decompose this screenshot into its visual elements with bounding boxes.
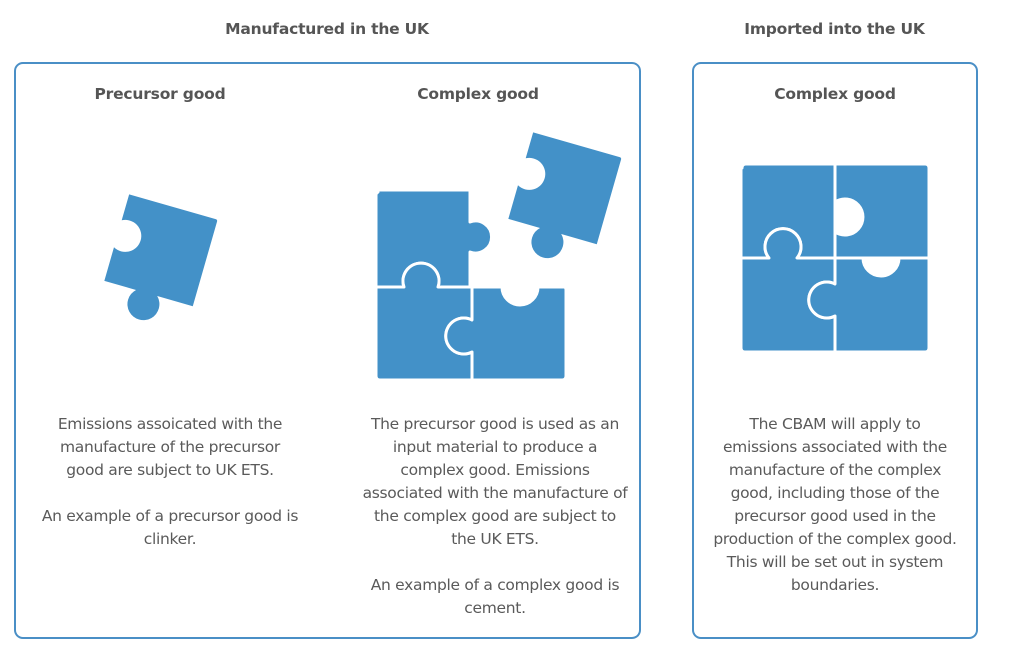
section-title-manufactured: Manufactured in the UK <box>225 20 429 38</box>
complex-good-description-imported: The CBAM will apply to emissions associa… <box>712 413 958 597</box>
assembled-puzzle-icon <box>739 162 931 354</box>
precursor-good-paragraph-2: An example of a precursor good is clinke… <box>41 507 299 548</box>
section-title-imported: Imported into the UK <box>744 20 925 38</box>
complex-good-heading-manufactured: Complex good <box>417 85 539 103</box>
complex-good-heading-imported: Complex good <box>774 85 896 103</box>
complex-good-paragraph-2: An example of a complex good is cement. <box>370 576 620 617</box>
complex-good-description-manufactured: The precursor good is used as an input m… <box>360 413 630 620</box>
puzzle-piece-bottom-right <box>444 285 568 382</box>
precursor-good-paragraph-1: Emissions assoicated with the manufactur… <box>57 415 283 479</box>
imported-into-uk-panel <box>692 62 978 639</box>
precursor-good-description: Emissions assoicated with the manufactur… <box>40 413 300 551</box>
imported-complex-good-paragraph-1: The CBAM will apply to emissions associa… <box>713 415 957 594</box>
precursor-good-heading: Precursor good <box>94 85 226 103</box>
partially-assembled-puzzle-icon <box>374 132 622 382</box>
complex-good-paragraph-1: The precursor good is used as an input m… <box>362 415 628 548</box>
puzzle-piece-bottom-right <box>807 256 931 354</box>
puzzle-piece-top-right <box>833 162 931 260</box>
manufactured-in-uk-panel <box>14 62 641 639</box>
puzzle-piece-detached <box>508 132 622 259</box>
single-puzzle-piece-icon <box>104 194 218 321</box>
